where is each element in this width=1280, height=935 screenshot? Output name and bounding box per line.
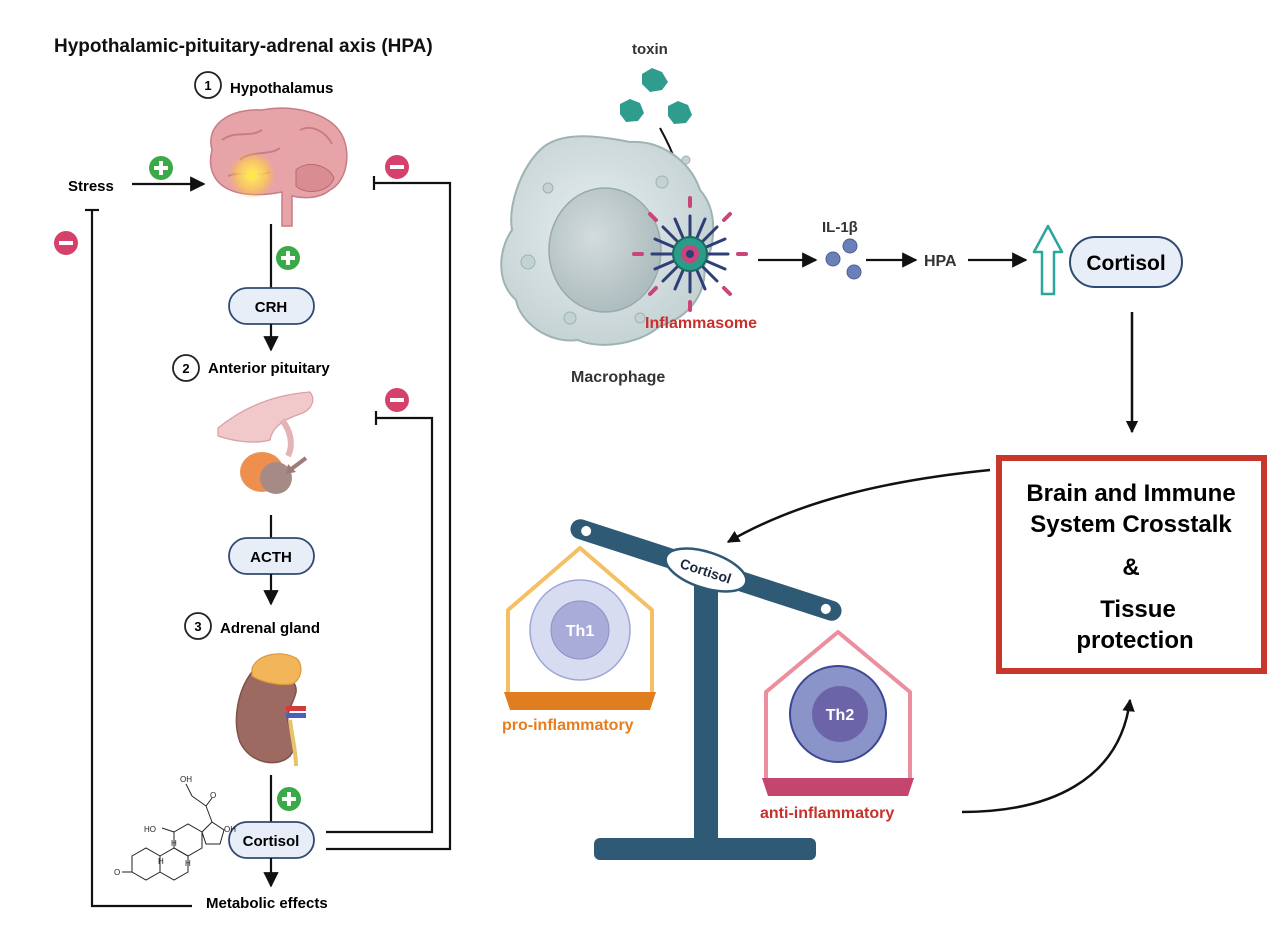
svg-text:O: O <box>210 791 216 800</box>
brain-icon <box>209 107 348 227</box>
crh-label: CRH <box>255 299 288 316</box>
feedback-line-stress <box>90 210 192 908</box>
th2-label: Th2 <box>826 707 855 724</box>
minus-icon <box>54 231 78 255</box>
inflammasome-icon <box>632 196 748 312</box>
plus-icon <box>277 787 301 811</box>
increase-up-arrow-icon <box>1032 224 1064 296</box>
il1b-label: IL-1β <box>822 219 858 236</box>
pituitary-icon <box>217 391 314 494</box>
svg-text:H: H <box>158 857 164 866</box>
pro-inflammatory-label: pro-inflammatory <box>502 717 634 734</box>
crosstalk-line4: protection <box>1076 627 1193 654</box>
th1-house-icon <box>504 546 656 710</box>
metabolic-effects-label: Metabolic effects <box>206 895 328 912</box>
step-2-header: 2 Anterior pituitary <box>172 354 330 382</box>
cortisol-molecule-labels: OH O HO OH O H H H <box>114 775 236 877</box>
adrenal-gland-icon <box>235 653 306 767</box>
feedback-line-pituitary <box>326 416 434 834</box>
step-1-label: Hypothalamus <box>230 80 333 97</box>
cortisol-label: Cortisol <box>243 833 300 850</box>
step-1-number: 1 <box>204 78 211 93</box>
toxin-icon <box>620 68 692 124</box>
macrophage-label: Macrophage <box>571 369 665 386</box>
hpa-title: Hypothalamic-pituitary-adrenal axis (HPA… <box>54 36 433 57</box>
plus-icon <box>149 156 173 180</box>
feedback-line-hypothalamus <box>326 181 452 851</box>
macrophage-cell-icon <box>500 135 715 346</box>
anti-inflammatory-label: anti-inflammatory <box>760 805 894 822</box>
step-3-number: 3 <box>194 619 201 634</box>
step-1-number-badge <box>194 71 222 99</box>
anti-inflammatory-to-crosstalk-arrow <box>961 698 1135 814</box>
step-2-label: Anterior pituitary <box>208 360 330 377</box>
step-2-number-badge <box>172 354 200 382</box>
minus-icon <box>385 388 409 412</box>
acth-label: ACTH <box>250 549 292 566</box>
svg-text:OH: OH <box>180 775 192 784</box>
svg-text:H: H <box>171 839 177 848</box>
cortisol-molecule-icon <box>122 783 225 881</box>
cortisol-top-label: Cortisol <box>1086 252 1165 275</box>
il1b-molecules-icon <box>825 238 862 280</box>
inflammasome-label: Inflammasome <box>645 315 757 332</box>
crosstalk-line2: System Crosstalk <box>1030 511 1232 538</box>
minus-icon <box>385 155 409 179</box>
step-2-number: 2 <box>182 361 189 376</box>
stress-label: Stress <box>68 178 114 195</box>
svg-text:HO: HO <box>144 825 156 834</box>
hpa-label: HPA <box>924 253 957 270</box>
crosstalk-amp: & <box>1122 554 1139 581</box>
cortisol-top-pill <box>1069 236 1183 288</box>
balance-scale-icon: Cortisol <box>570 519 842 860</box>
step-3-number-badge <box>184 612 212 640</box>
crosstalk-line3: Tissue <box>1100 596 1176 623</box>
step-3-label: Adrenal gland <box>220 620 320 637</box>
step-1-header: 1 Hypothalamus <box>194 71 333 99</box>
crosstalk-line1: Brain and Immune <box>1026 480 1235 507</box>
svg-text:OH: OH <box>224 825 236 834</box>
crosstalk-box <box>996 455 1267 674</box>
svg-text:H: H <box>185 859 191 868</box>
step-3-header: 3 Adrenal gland <box>184 612 320 640</box>
crosstalk-to-balance-arrow <box>726 468 991 544</box>
svg-text:O: O <box>114 868 120 877</box>
th1-label: Th1 <box>566 623 595 640</box>
toxin-label: toxin <box>632 41 668 58</box>
plus-icon <box>276 246 300 270</box>
th2-house-icon <box>762 630 914 796</box>
